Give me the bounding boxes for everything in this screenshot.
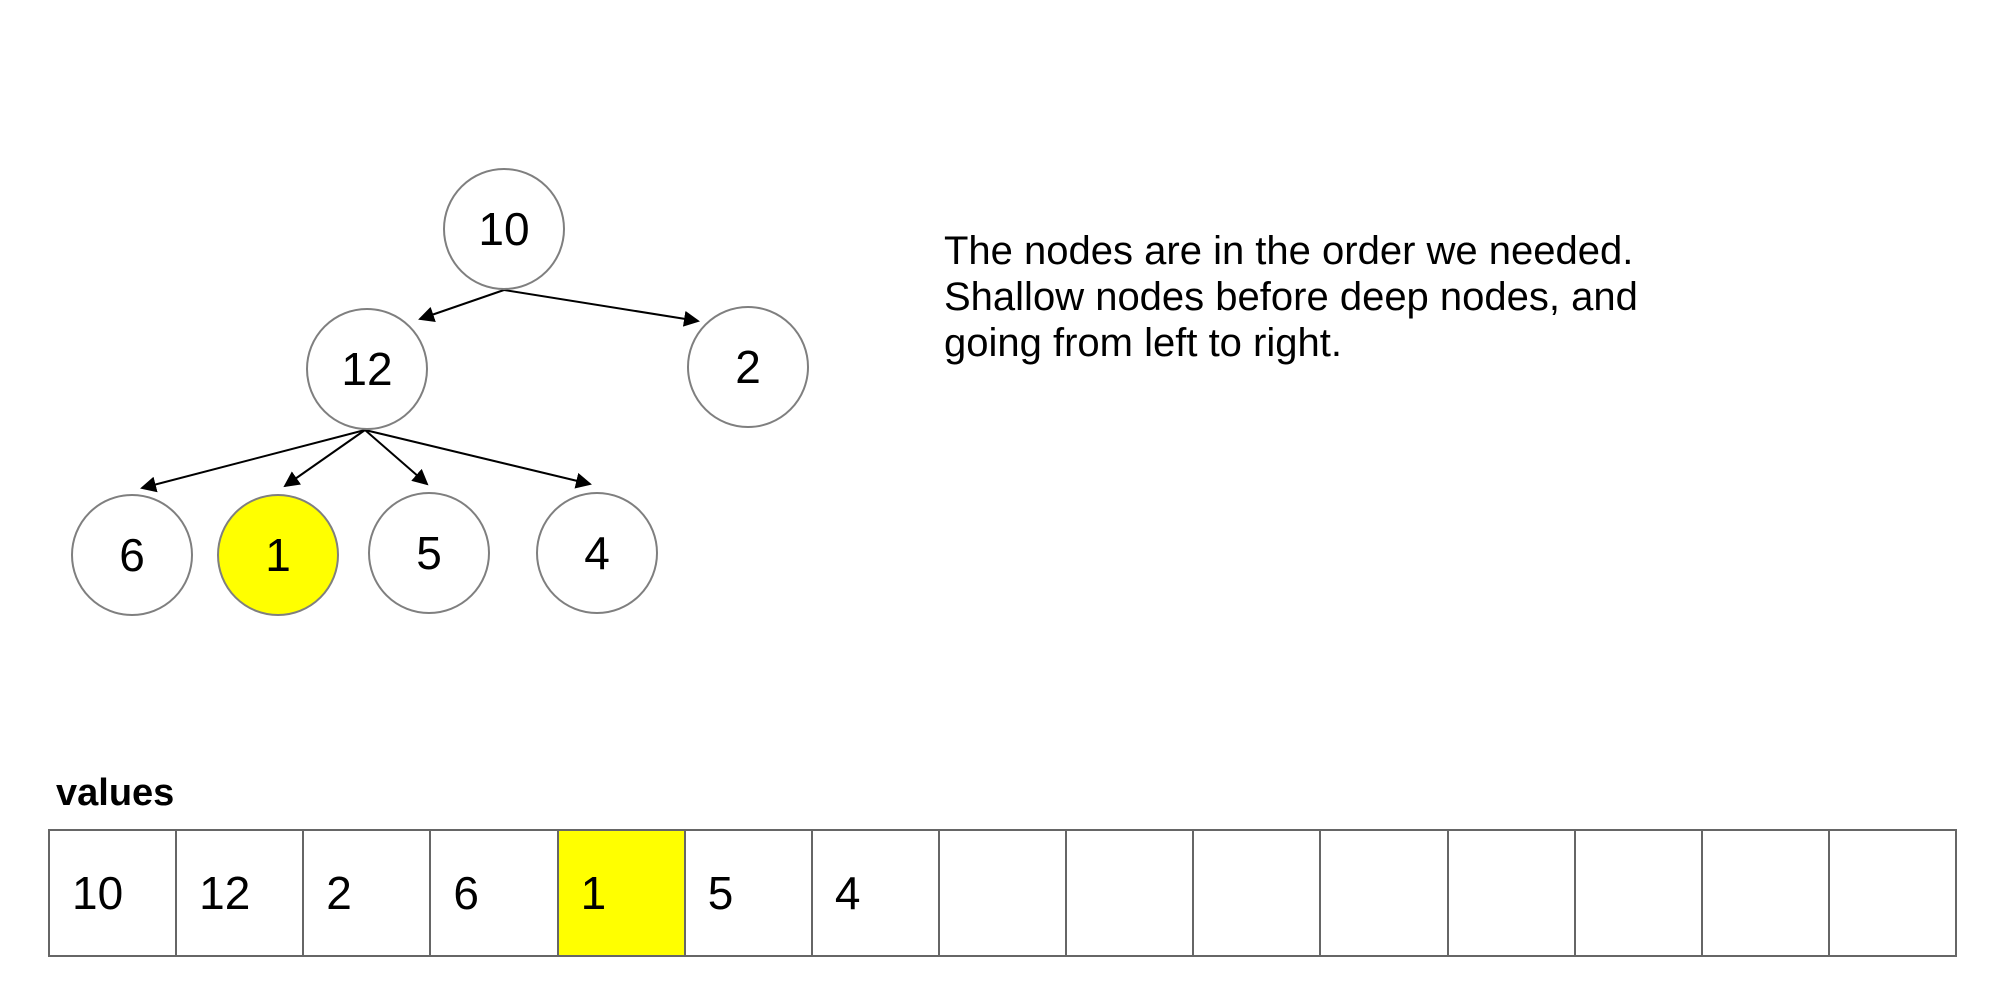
array-cell: 1	[558, 831, 686, 955]
array-cell	[1067, 831, 1195, 955]
annotation-line: going from left to right.	[944, 321, 1342, 365]
array-cell	[1575, 831, 1703, 955]
values-array-label: values	[56, 772, 175, 814]
tree-node-value: 4	[584, 527, 610, 579]
array-cell: 10	[50, 831, 178, 955]
array-cell	[1702, 831, 1830, 955]
tree-node-4: 4	[536, 492, 658, 614]
tree-node-6: 6	[71, 494, 193, 616]
tree-edge-10-12	[418, 289, 505, 322]
tree-edge-12-1	[283, 429, 366, 488]
annotation-text: The nodes are in the order we needed. Sh…	[944, 228, 1638, 366]
tree-node-value: 5	[416, 527, 442, 579]
annotation-line: Shallow nodes before deep nodes, and	[944, 275, 1638, 319]
tree-edge-12-6	[140, 429, 366, 493]
tree-node-value: 1	[265, 529, 291, 581]
array-cell: 4	[812, 831, 940, 955]
tree-node-10: 10	[443, 168, 565, 290]
tree-node-12: 12	[306, 308, 428, 430]
tree-edge-10-2	[503, 289, 700, 327]
array-cell-value: 10	[72, 867, 124, 919]
tree-node-1: 1	[217, 494, 339, 616]
array-cell-value: 1	[580, 867, 607, 919]
tree-node-2: 2	[687, 306, 809, 428]
array-cell-value: 12	[199, 867, 251, 919]
array-cell	[1321, 831, 1449, 955]
array-cell-value: 2	[326, 867, 352, 919]
array-cell	[1448, 831, 1576, 955]
array-cell: 6	[431, 831, 559, 955]
array-cell	[1829, 831, 1956, 955]
array-cell: 2	[304, 831, 432, 955]
array-cell-value: 5	[707, 867, 734, 919]
tree-node-value: 2	[735, 341, 761, 393]
tree-edge-12-5	[364, 429, 429, 486]
array-cell: 5	[685, 831, 813, 955]
annotation-line: The nodes are in the order we needed.	[944, 229, 1634, 273]
array-cell	[939, 831, 1068, 955]
tree-node-5: 5	[368, 492, 490, 614]
values-array: 10 12 2 6 1 5 4	[48, 829, 1957, 957]
tree-node-value: 6	[119, 529, 145, 581]
tree-node-value: 10	[478, 203, 530, 255]
tree-node-value: 12	[341, 343, 393, 395]
array-cell-value: 4	[834, 867, 861, 919]
array-cell	[1194, 831, 1322, 955]
array-cell-value: 6	[453, 867, 480, 919]
array-cell: 12	[177, 831, 305, 955]
tree-edge-12-4	[364, 429, 592, 489]
